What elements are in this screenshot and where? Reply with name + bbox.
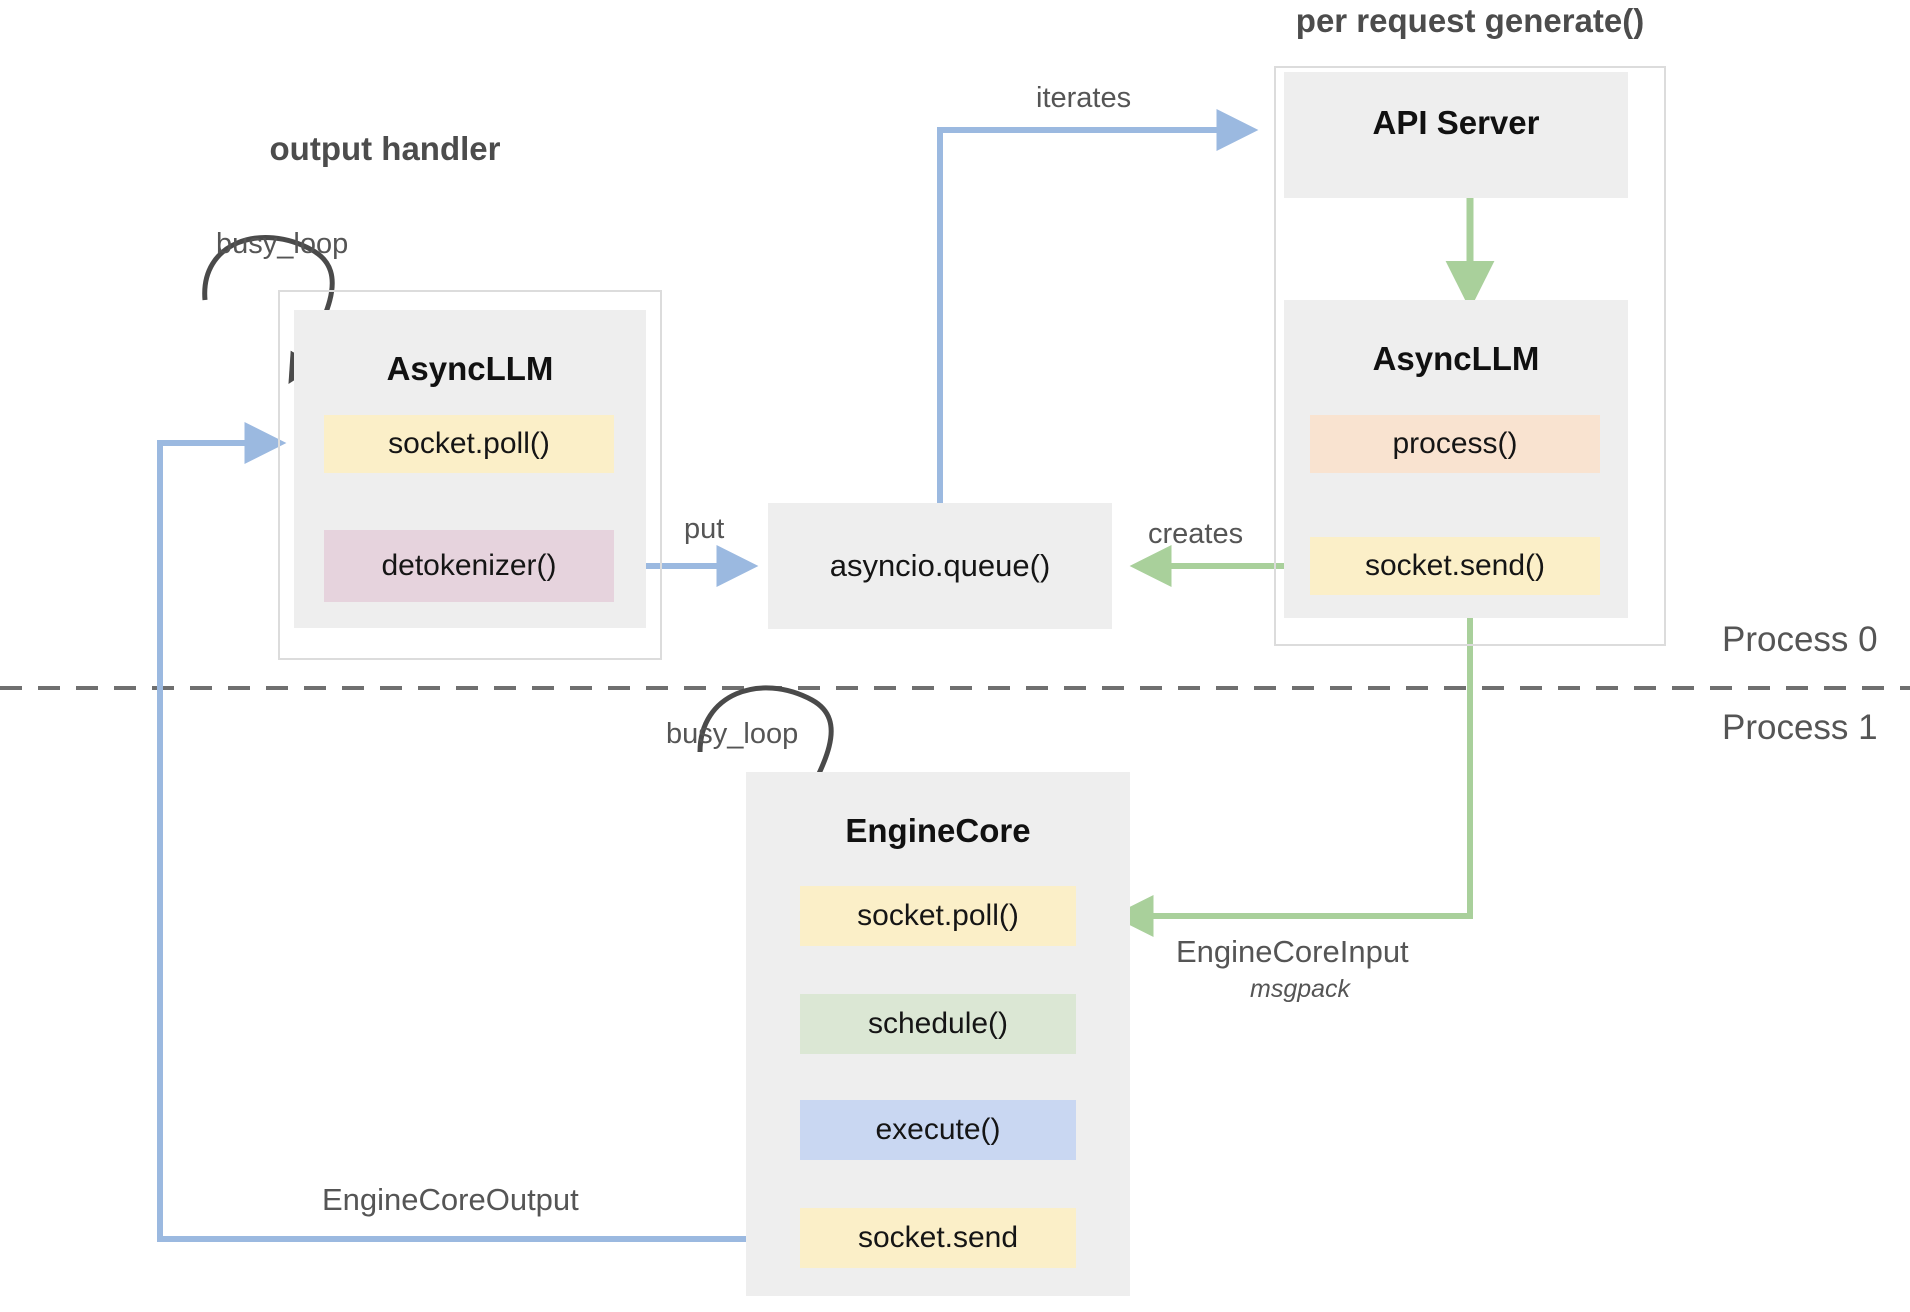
edge-label-creates: creates — [1148, 518, 1244, 550]
chip-socket-poll-left[interactable]: socket.poll() — [324, 415, 614, 473]
chip-schedule[interactable]: schedule() — [800, 994, 1076, 1054]
process-label-0: Process 0 — [1722, 620, 1878, 659]
busy-loop-label-engine: busy_loop — [666, 718, 799, 750]
edge-sublabel-msgpack: msgpack — [1250, 975, 1351, 1003]
chip-detokenizer[interactable]: detokenizer() — [324, 530, 614, 602]
node-title-asyncllm-right: AsyncLLM — [1372, 340, 1540, 377]
chip-execute[interactable]: execute() — [800, 1100, 1076, 1160]
node-title-asyncllm-left: AsyncLLM — [386, 350, 554, 387]
process-label-1: Process 1 — [1722, 708, 1878, 747]
edge-label-iterates: iterates — [1036, 82, 1132, 114]
edge-label-engine-core-output: EngineCoreOutput — [322, 1182, 579, 1217]
node-asyncio-queue[interactable]: asyncio.queue() — [768, 503, 1112, 629]
edge-label-put: put — [684, 513, 725, 545]
edge-iterates — [937, 109, 1259, 503]
chip-socket-send-asyncllm[interactable]: socket.send() — [1310, 537, 1600, 595]
panel-output-handler — [278, 290, 662, 660]
node-label-asyncio-queue: asyncio.queue() — [829, 548, 1051, 583]
chip-process[interactable]: process() — [1310, 415, 1600, 473]
chip-socket-poll-engine[interactable]: socket.poll() — [800, 886, 1076, 946]
node-title-api-server: API Server — [1372, 104, 1540, 141]
node-title-engine-core: EngineCore — [845, 812, 1031, 849]
group-title-output-handler: output handler — [269, 130, 501, 167]
group-title-per-request-generate: per request generate() — [1295, 2, 1645, 39]
edge-label-engine-core-input: EngineCoreInput — [1176, 934, 1409, 969]
chip-socket-send-engine[interactable]: socket.send — [800, 1208, 1076, 1268]
busy-loop-label-left: busy_loop — [216, 228, 349, 260]
panel-per-request-generate — [1274, 66, 1666, 646]
node-api-server[interactable]: API Server — [1284, 72, 1628, 198]
